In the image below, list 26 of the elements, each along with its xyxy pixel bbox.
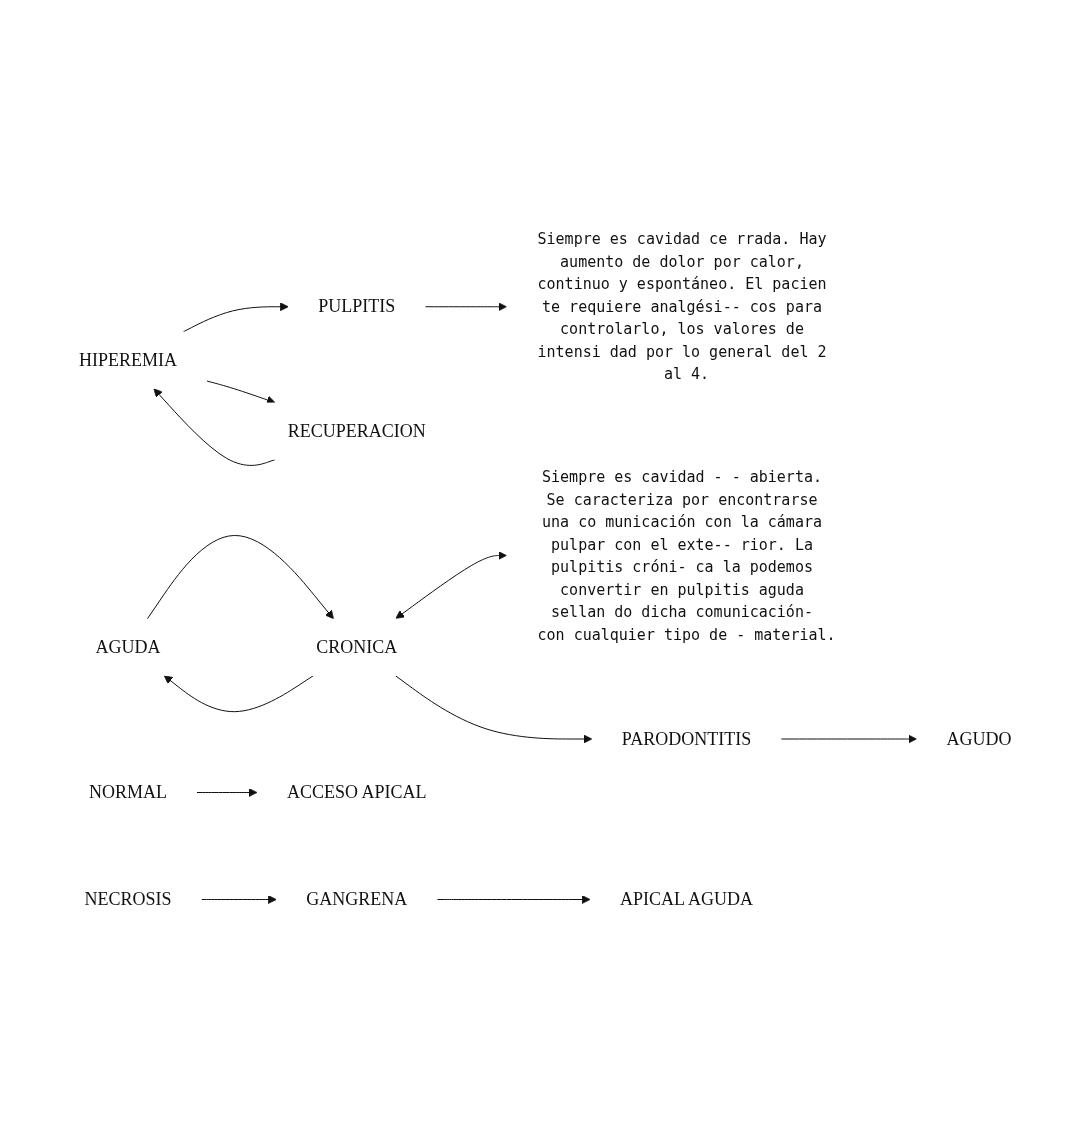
arrow (146, 534, 334, 619)
node-text: RECUPERACION (287, 420, 426, 441)
node-text: GANGRENA (306, 888, 407, 909)
node-text: NORMAL (88, 781, 167, 802)
node-text: PULPITIS (317, 295, 396, 316)
node-text: AGUDO (946, 728, 1012, 748)
node-text: PARODONTITIS (621, 728, 751, 748)
arrow (780, 734, 917, 743)
node-text: Siempre es cavidad ce rrada. Hay aumento de dolor por calor, continuo y espontáneo. El pacien te requiere analgési-- cos para controlarlo, los valores de intensi dad por lo general del 2 al 4. (537, 229, 827, 383)
arrow (163, 674, 314, 712)
node-text: CRONICA (315, 636, 398, 657)
arrow (196, 787, 258, 797)
node-text: ACCESO APICAL (286, 781, 427, 802)
arrow (206, 380, 276, 404)
node-text: NECROSIS (84, 888, 172, 909)
node-text: APICAL AGUDA (619, 888, 753, 909)
arrow (436, 894, 591, 904)
arrow (394, 674, 592, 743)
arrow (424, 301, 507, 311)
node-text: HIPEREMIA (78, 349, 177, 370)
arrow (395, 550, 507, 619)
arrow (182, 301, 289, 332)
node-text: Siempre es cavidad - - abierta. Se caracteriza por encontrarse una co municación con la cámara pulpar con el exte-- rior. La pulpitis cróni- ca la podemos convertir en pulpitis aguda sellan do dicha comunicación- con cualquier tipo de - material. (537, 467, 836, 643)
arrow (200, 894, 277, 904)
arrow (153, 387, 276, 466)
node-text: AGUDA (95, 636, 161, 657)
